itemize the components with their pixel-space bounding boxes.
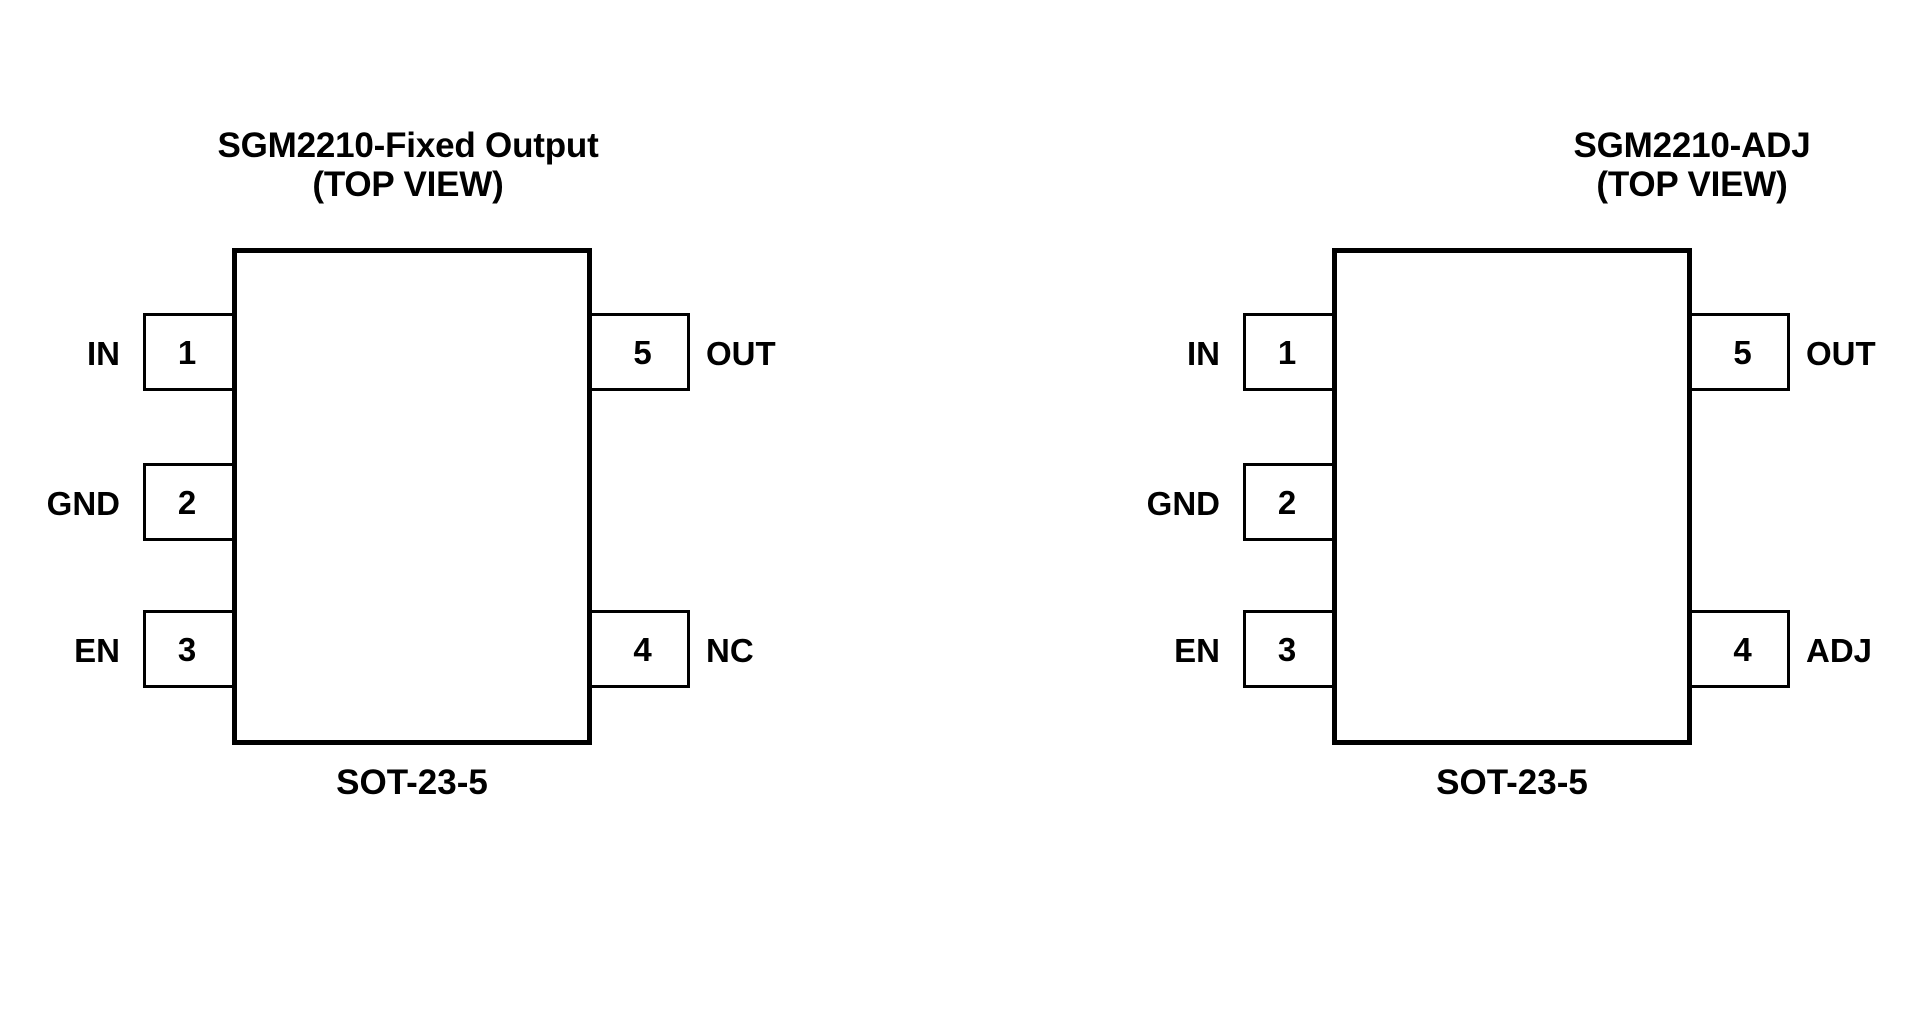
pin-number-2: 2 bbox=[1277, 483, 1297, 521]
diagram-title-line-1: SGM2210-ADJ bbox=[1573, 126, 1811, 165]
pin-box-2: 2 bbox=[1243, 463, 1337, 541]
pin-box-4: 4 bbox=[1687, 610, 1790, 688]
diagram-title-adj: SGM2210-ADJ (TOP VIEW) bbox=[1100, 126, 1920, 204]
pin-label-gnd: GND bbox=[1146, 485, 1220, 522]
pin-label-out: OUT bbox=[1806, 335, 1876, 372]
pin-label-out: OUT bbox=[706, 335, 776, 372]
diagram-title-line-2: (TOP VIEW) bbox=[1596, 165, 1788, 205]
package-body-outline bbox=[232, 248, 592, 745]
pin-box-5: 5 bbox=[587, 313, 690, 391]
pin-number-5: 5 bbox=[1733, 333, 1752, 371]
pin-label-in: IN bbox=[1187, 335, 1220, 372]
diagram-title-fixed-output: SGM2210-Fixed Output (TOP VIEW) bbox=[0, 126, 816, 204]
pin-number-4: 4 bbox=[633, 630, 652, 668]
pin-box-1: 1 bbox=[143, 313, 237, 391]
pin-label-in: IN bbox=[87, 335, 120, 372]
pin-number-5: 5 bbox=[633, 333, 652, 371]
pin-box-4: 4 bbox=[587, 610, 690, 688]
diagram-title-line-1: SGM2210-Fixed Output bbox=[217, 126, 599, 165]
pin-box-3: 3 bbox=[1243, 610, 1337, 688]
pin-number-1: 1 bbox=[1277, 333, 1297, 371]
package-diagram-adj: SGM2210-ADJ (TOP VIEW) 1 IN 2 GND 3 EN 5… bbox=[1100, 0, 1920, 1010]
pin-number-3: 3 bbox=[1277, 630, 1297, 668]
diagram-title-line-2: (TOP VIEW) bbox=[312, 165, 504, 205]
pin-number-1: 1 bbox=[177, 333, 197, 371]
pin-label-en: EN bbox=[74, 632, 120, 669]
pin-label-nc: NC bbox=[706, 632, 754, 669]
package-footprint-label: SOT-23-5 bbox=[336, 763, 488, 802]
pin-label-gnd: GND bbox=[46, 485, 120, 522]
package-footprint-label: SOT-23-5 bbox=[1436, 763, 1588, 802]
pin-number-3: 3 bbox=[177, 630, 197, 668]
pin-box-5: 5 bbox=[1687, 313, 1790, 391]
pin-label-en: EN bbox=[1174, 632, 1220, 669]
pin-number-4: 4 bbox=[1733, 630, 1752, 668]
package-body-outline bbox=[1332, 248, 1692, 745]
pin-number-2: 2 bbox=[177, 483, 197, 521]
pin-box-2: 2 bbox=[143, 463, 237, 541]
pin-box-3: 3 bbox=[143, 610, 237, 688]
pin-box-1: 1 bbox=[1243, 313, 1337, 391]
pin-label-adj: ADJ bbox=[1806, 632, 1873, 669]
package-diagram-fixed-output: SGM2210-Fixed Output (TOP VIEW) 1 IN 2 G… bbox=[0, 0, 900, 1010]
